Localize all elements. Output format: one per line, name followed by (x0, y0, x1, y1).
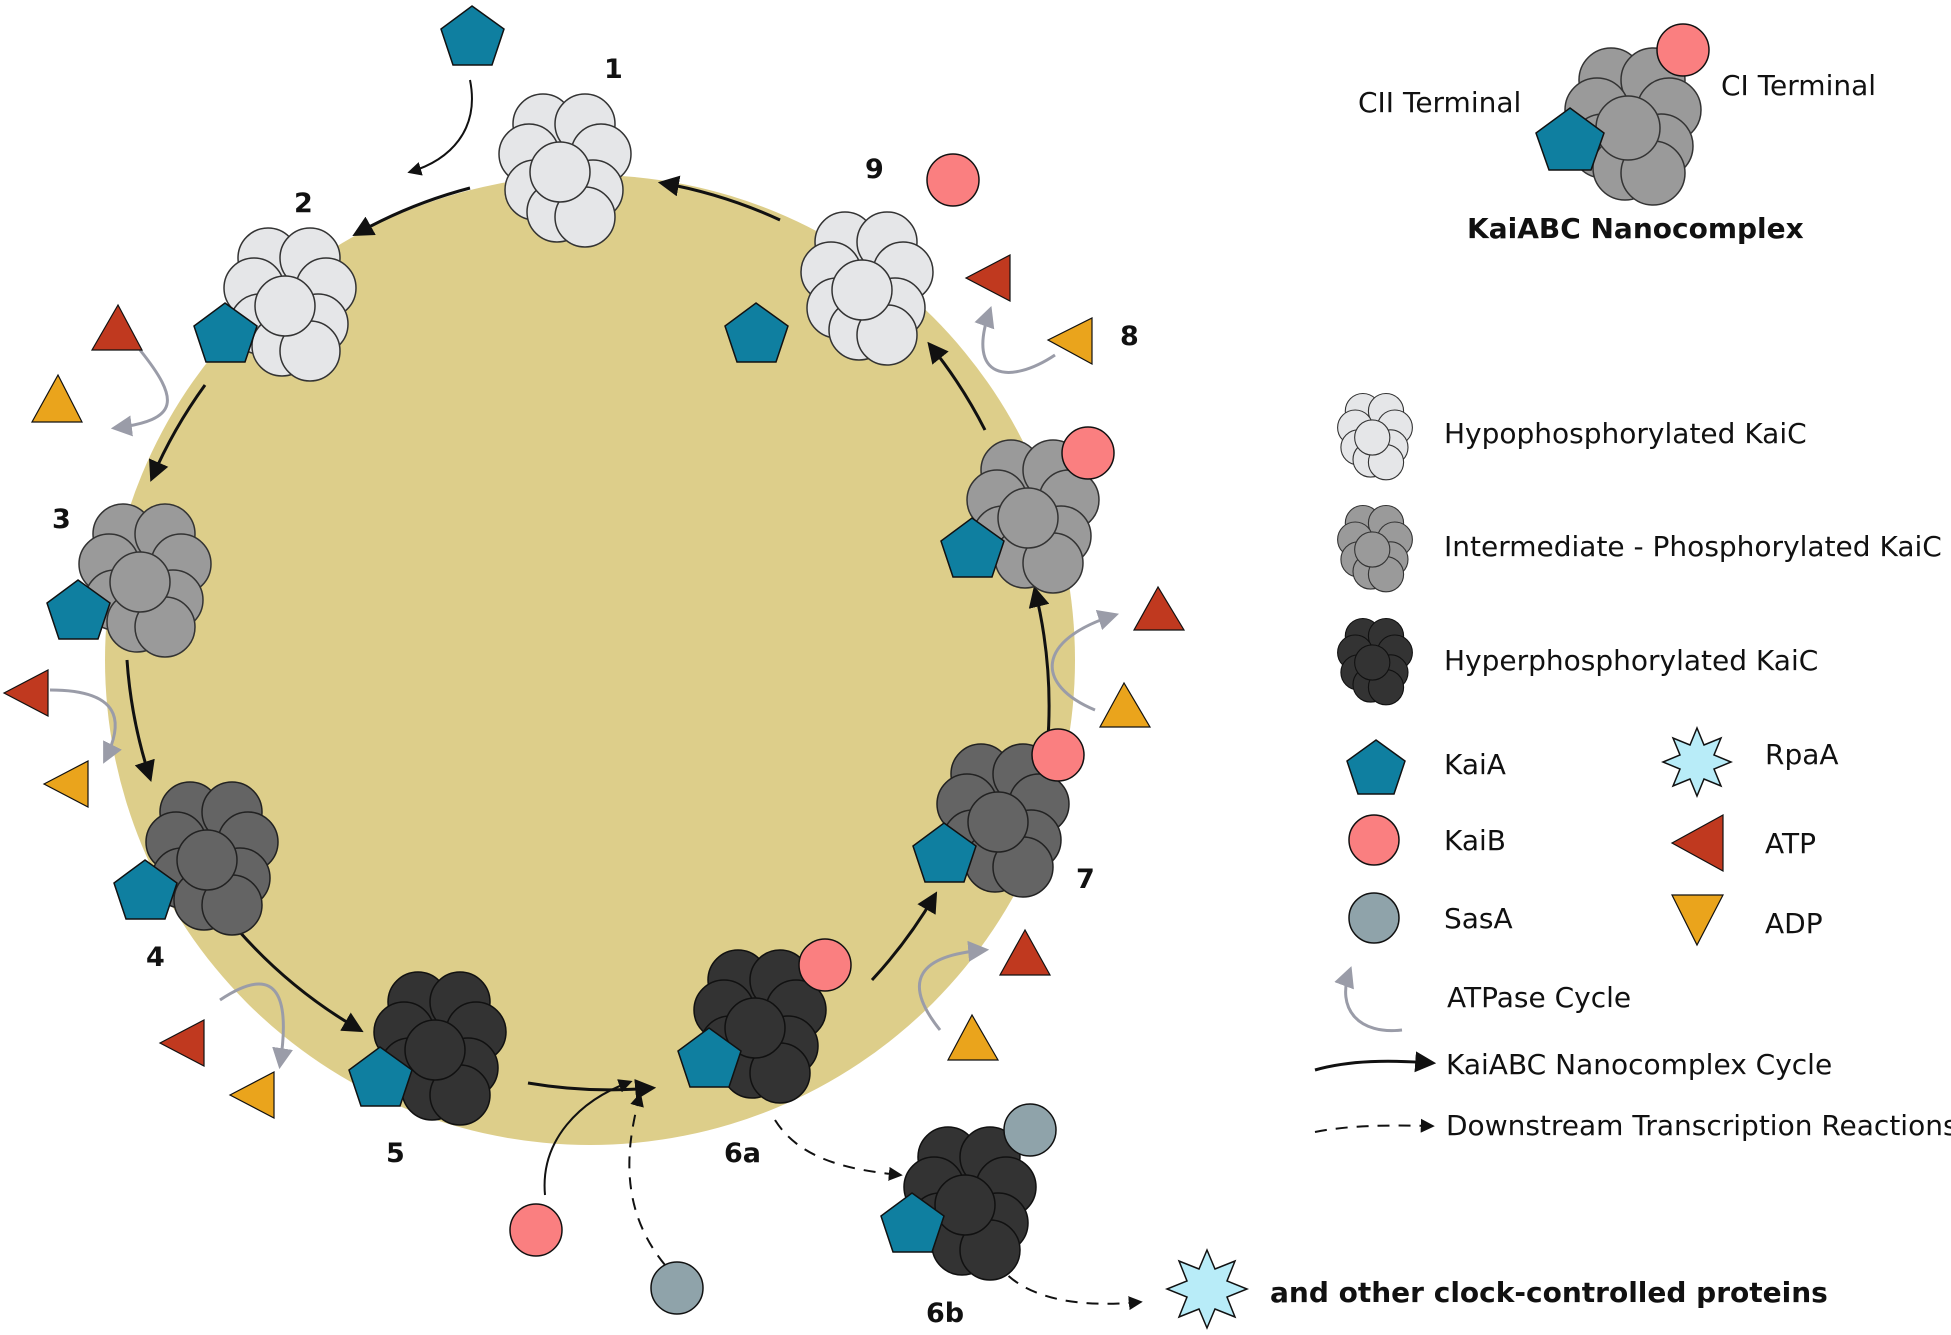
kaia-stage-8 (940, 517, 1005, 578)
atp-2 (2, 669, 49, 717)
legend-kaib-label: KaiB (1444, 824, 1506, 857)
atp-4 (998, 928, 1052, 976)
atp-5 (1132, 585, 1186, 631)
cii-terminal-label: CII Terminal (1358, 86, 1521, 119)
legend-rpaa-label: RpaA (1765, 738, 1839, 771)
legend-kaib-icon (1348, 814, 1400, 866)
stage-label-9: 9 (865, 154, 884, 185)
kaia-stage-4 (113, 859, 178, 920)
adp-6 (1046, 317, 1093, 366)
atp-3 (158, 1019, 205, 1067)
legend-adp-icon (1671, 894, 1724, 947)
legend-downstream-label: Downstream Transcription Reactions (1446, 1109, 1951, 1142)
adp-4 (947, 1013, 1000, 1061)
atpase-cycle-arrows (49, 306, 1120, 1070)
kaia-free-top (440, 5, 505, 66)
adp-3 (228, 1071, 275, 1119)
legend-intermediate-label: Intermediate - Phosphorylated KaiC (1444, 530, 1942, 563)
kaic-stage-7 (936, 743, 1070, 898)
downstream-arrow-6a-6b (774, 1119, 903, 1181)
legend-sasa-label: SasA (1444, 902, 1513, 935)
stage-label-2: 2 (294, 188, 313, 219)
nanocomplex-title: KaiABC Nanocomplex (1467, 212, 1804, 245)
kaic-stage-4 (145, 781, 279, 936)
nanocomplex-kaia (1535, 107, 1605, 171)
stage-label-7: 7 (1076, 864, 1095, 895)
adp-5 (1098, 681, 1152, 728)
kaia-stage-5 (348, 1046, 413, 1107)
legend-hyper-label: Hyperphosphorylated KaiC (1444, 644, 1818, 677)
kaib-released-stage-9 (926, 153, 980, 207)
kaia-stage-3 (46, 579, 111, 640)
legend-atpase-label: ATPase Cycle (1447, 981, 1631, 1014)
cycle-background-circle (105, 175, 1075, 1145)
kaic-stage-3 (78, 503, 212, 658)
kaia-stage-6a (677, 1027, 742, 1088)
legend-sasa-icon (1348, 892, 1400, 944)
kaia-stage-7 (912, 822, 977, 883)
stage-label-5: 5 (386, 1138, 405, 1169)
kaic-stage-8 (966, 439, 1100, 594)
legend-hypo-label: Hypophosphorylated KaiC (1444, 417, 1807, 450)
legend-rpaa-icon (1661, 726, 1733, 798)
kaia-stage-2 (193, 302, 258, 363)
legend-atp-label: ATP (1765, 827, 1816, 860)
kaic-stage-2 (223, 227, 357, 382)
kaic-stage-6b (903, 1126, 1037, 1281)
kaia-stage-6b (880, 1192, 945, 1253)
legend-downstream-arrow-icon (1314, 1118, 1435, 1133)
atp-1 (90, 303, 143, 351)
legend-adp-label: ADP (1765, 907, 1823, 940)
stage-label-1: 1 (604, 54, 623, 85)
adp-1 (30, 373, 83, 423)
stage-label-3: 3 (52, 504, 71, 535)
atp-adp-markers (2, 254, 1186, 1119)
legend-intermediate-icon (1337, 504, 1413, 593)
stage-label-8: 8 (1120, 321, 1139, 352)
legend-cycle-label: KaiABC Nanocomplex Cycle (1446, 1048, 1832, 1081)
kaic-stage-1 (498, 93, 632, 248)
downstream-arrow-6b-rpaa (994, 1259, 1143, 1311)
atp-6 (964, 254, 1011, 302)
kaic-stage-9 (800, 211, 934, 366)
adp-2 (42, 760, 89, 808)
kaib-stage-7 (1031, 728, 1085, 782)
legend-hypo-icon (1337, 392, 1413, 481)
legend-atp-icon (1670, 813, 1724, 873)
kaia-binding-arrow (407, 79, 473, 176)
stage-label-6b: 6b (926, 1298, 964, 1329)
kaib-binding-arrow (543, 1079, 633, 1196)
kaib-stage-8 (1061, 426, 1115, 480)
stage-label-6a: 6a (724, 1138, 761, 1169)
legend-kaia-label: KaiA (1444, 748, 1506, 781)
stage-label-4: 4 (146, 942, 165, 973)
clock-controlled-proteins-text: and other clock-controlled proteins (1270, 1276, 1828, 1309)
kaia-released-stage-9 (724, 302, 789, 363)
legend-atpase-arrow-icon (1334, 966, 1403, 1033)
legend-hyper-icon (1337, 617, 1413, 706)
sasa-stage-6b (1003, 1103, 1057, 1157)
nanocomplex-kaib (1656, 23, 1710, 77)
legend-cycle-arrow-icon (1314, 1051, 1437, 1073)
rpaa-output-icon (1164, 1248, 1250, 1330)
ci-terminal-label: CI Terminal (1721, 69, 1876, 102)
legend-kaia-icon (1346, 739, 1406, 795)
sasa-binding-arrow (628, 1092, 666, 1266)
kaib-stage-6a (798, 938, 852, 992)
sasa-free-bottom (650, 1261, 704, 1315)
kaib-free-bottom (509, 1203, 563, 1257)
